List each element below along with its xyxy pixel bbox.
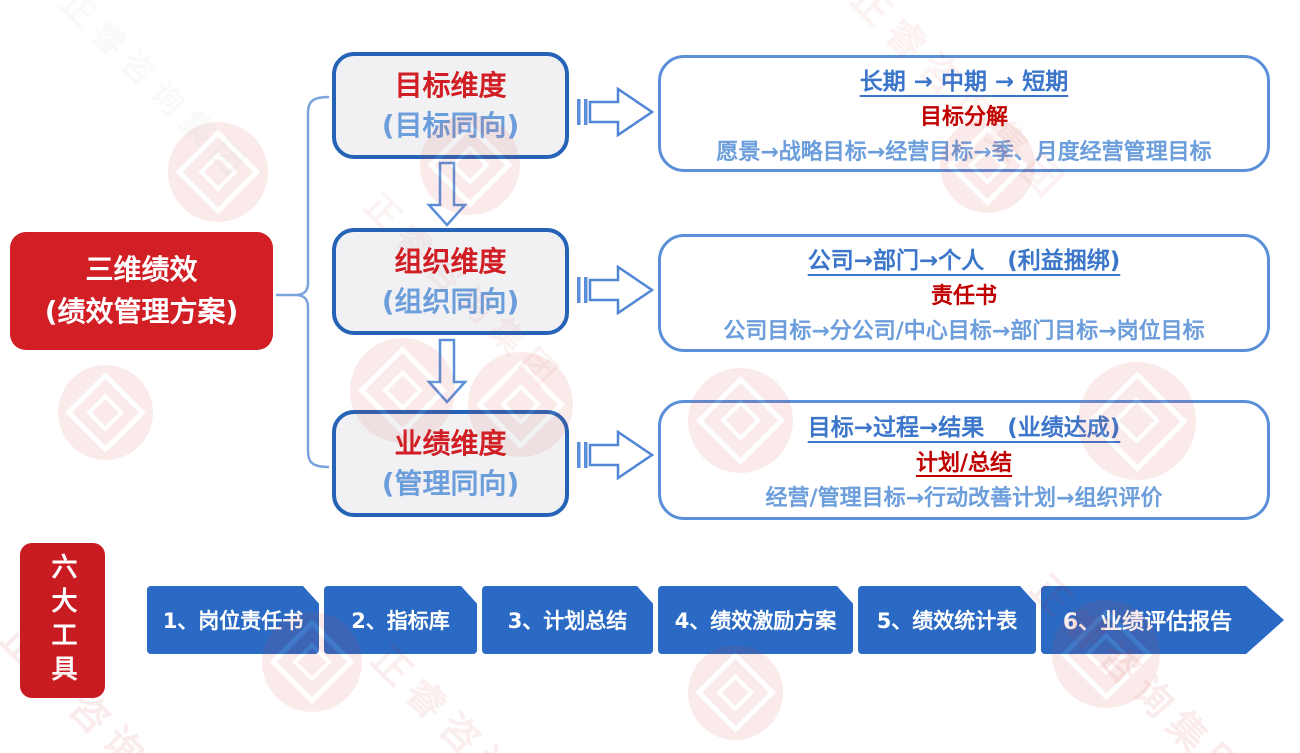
tool-item-3: 3、计划总结: [482, 586, 653, 654]
flow-arrow-right-3: [577, 429, 655, 481]
detail-box-goal: 长期 → 中期 → 短期 目标分解 愿景→战略目标→经营目标→季、月度经营管理目…: [658, 55, 1270, 172]
dimension-subtitle: (组织同向): [381, 284, 520, 318]
bracket-connector: [276, 95, 330, 469]
tool-item-6-label: 6、业绩评估报告: [1062, 610, 1233, 635]
dimension-box-goal: 目标维度 (目标同向): [332, 52, 569, 159]
flow-arrow-down-1: [426, 161, 468, 227]
main-performance-box: 三维绩效 (绩效管理方案): [10, 232, 273, 350]
detail-box-performance: 目标→过程→结果 (业绩达成) 计划/总结 经营/管理目标→行动改善计划→组织评…: [658, 400, 1270, 520]
dimension-box-organization: 组织维度 (组织同向): [332, 228, 569, 335]
six-tools-label-box: 六大工具: [20, 543, 105, 698]
detail-line-top: 长期 → 中期 → 短期: [859, 68, 1069, 95]
dimension-box-performance: 业绩维度 (管理同向): [332, 410, 569, 517]
main-title-line2: (绩效管理方案): [44, 295, 239, 328]
main-title-line1: 三维绩效: [85, 253, 198, 286]
detail-line-bottom: 愿景→战略目标→经营目标→季、月度经营管理目标: [716, 139, 1212, 165]
tool-item-6: 6、业绩评估报告: [1041, 586, 1284, 654]
tool-item-5: 5、绩效统计表: [858, 586, 1036, 654]
dimension-subtitle: (目标同向): [381, 108, 520, 142]
detail-line-top: 目标→过程→结果 (业绩达成): [807, 415, 1121, 441]
detail-line-middle: 责任书: [930, 284, 997, 309]
flow-arrow-right-1: [577, 86, 655, 138]
tool-item-1: 1、岗位责任书: [147, 586, 319, 654]
detail-line-middle: 计划/总结: [915, 451, 1013, 476]
dimension-title: 业绩维度: [394, 426, 507, 460]
tool-item-2: 2、指标库: [324, 586, 477, 654]
detail-line-top: 公司→部门→个人 (利益捆绑): [807, 248, 1121, 274]
dimension-title: 组织维度: [394, 244, 507, 278]
detail-box-organization: 公司→部门→个人 (利益捆绑) 责任书 公司目标→分公司/中心目标→部门目标→岗…: [658, 234, 1270, 352]
dimension-subtitle: (管理同向): [381, 466, 520, 500]
flow-arrow-right-2: [577, 264, 655, 316]
tool-item-4: 4、绩效激励方案: [658, 586, 853, 654]
flow-arrow-down-2: [426, 338, 468, 404]
detail-line-middle: 目标分解: [919, 104, 1008, 130]
detail-line-bottom: 经营/管理目标→行动改善计划→组织评价: [765, 486, 1163, 511]
detail-line-bottom: 公司目标→分公司/中心目标→部门目标→岗位目标: [723, 319, 1205, 344]
dimension-title: 目标维度: [394, 68, 507, 102]
